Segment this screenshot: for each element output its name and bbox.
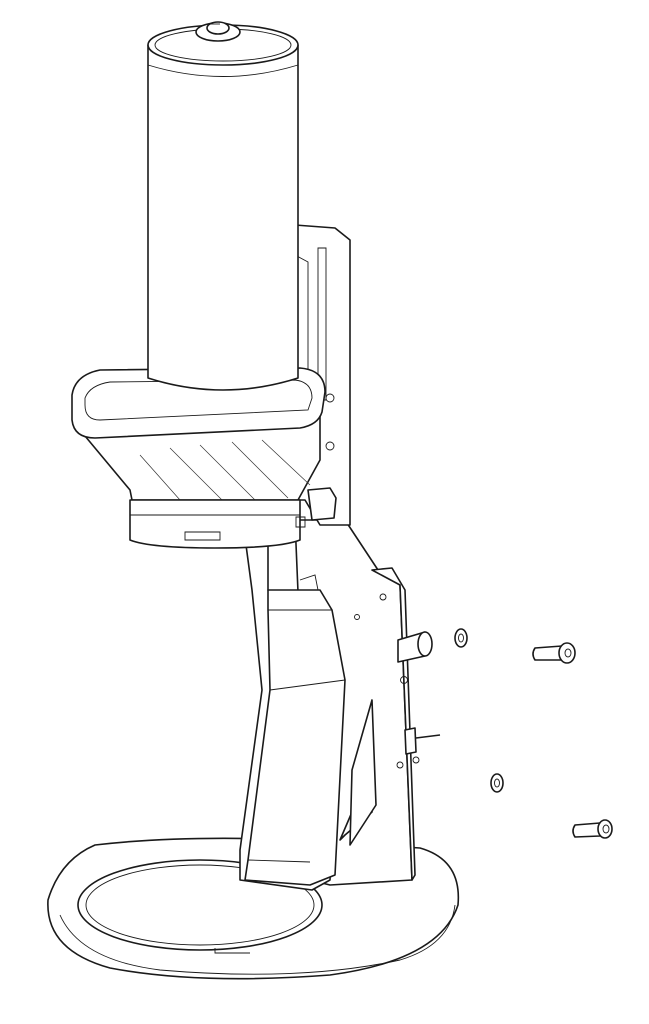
adjustment-knob [397,631,441,755]
funnel [71,367,337,549]
washer-top [454,628,468,648]
washer-bottom [490,773,504,793]
screw-top [532,642,576,664]
screw-bottom [572,819,613,839]
motor-cylinder [147,21,299,391]
stand-arm [239,544,346,891]
